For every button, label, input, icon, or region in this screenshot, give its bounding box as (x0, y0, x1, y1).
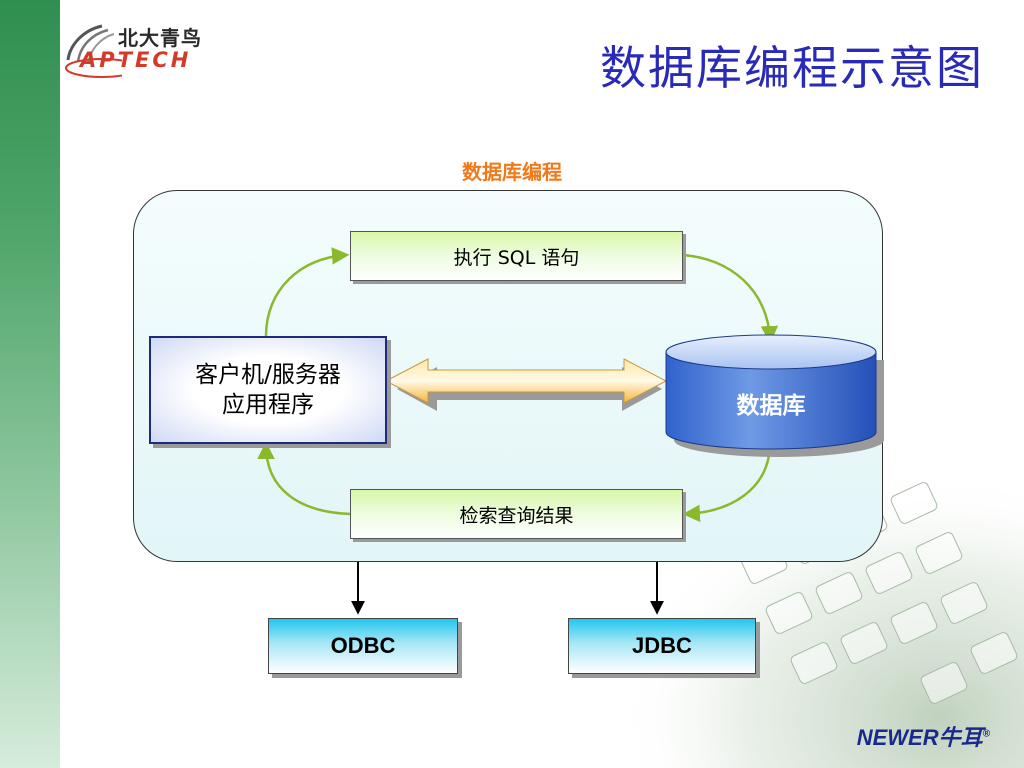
client-app-line1: 客户机/服务器 (195, 362, 341, 388)
double-arrow-client-database (384, 358, 668, 411)
footer-brand-text: NEWER牛耳 (856, 725, 983, 750)
database-cylinder-icon (665, 334, 884, 457)
slide-title: 数据库编程示意图 (600, 41, 984, 95)
retrieve-results-box: 检索查询结果 (350, 489, 683, 539)
arrow-database-to-results (682, 445, 772, 523)
arrow-execute-to-database (681, 253, 779, 344)
section-label-database-programming: 数据库编程 (462, 160, 562, 184)
registered-mark: ® (982, 728, 990, 740)
client-server-app-box: 客户机/服务器 应用程序 (149, 336, 387, 444)
aptech-logo: 北大青鸟 APTECH (62, 18, 232, 82)
client-app-line2: 应用程序 (222, 392, 314, 418)
logo-swoosh-icon (65, 24, 122, 78)
odbc-box: ODBC (268, 618, 458, 674)
arrow-client-to-execute (264, 247, 350, 337)
execute-sql-box: 执行 SQL 语句 (350, 231, 683, 281)
jdbc-box: JDBC (568, 618, 756, 674)
logo-chinese-text: 北大青鸟 (118, 26, 202, 50)
newer-brand-logo: NEWER牛耳® (857, 720, 990, 752)
logo-english-text: APTECH (80, 48, 192, 72)
database-label: 数据库 (736, 393, 806, 419)
left-sidebar-stripe (0, 0, 60, 768)
arrow-results-to-client (257, 441, 351, 516)
